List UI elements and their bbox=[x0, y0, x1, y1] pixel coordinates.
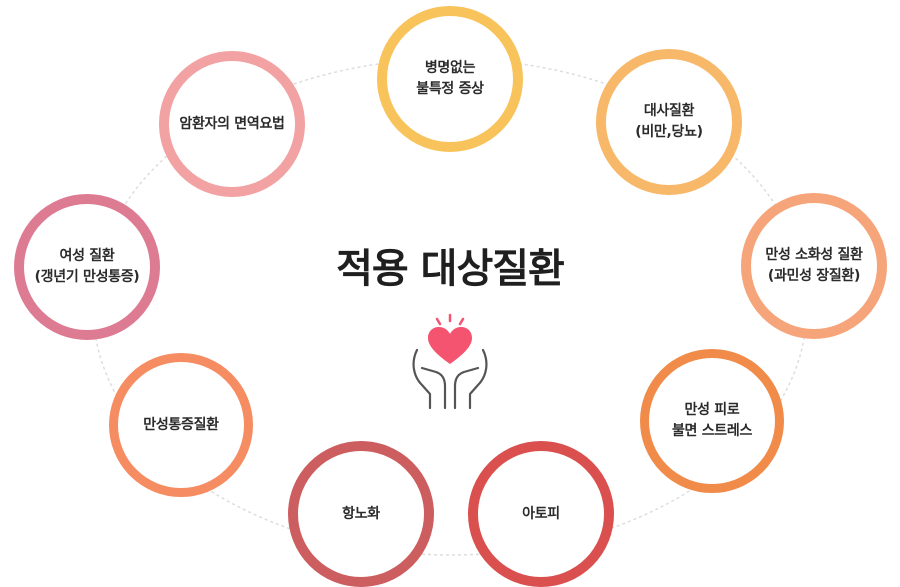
node-label: 병명없는 불특정 증상 bbox=[416, 60, 484, 97]
node-label: 여성 질환 (갱년기 만성통증) bbox=[34, 248, 140, 285]
node-label: 암환자의 면역요법 bbox=[179, 115, 285, 132]
hands-holding-heart-icon bbox=[412, 313, 488, 410]
node-unexplained-symptoms: 병명없는 불특정 증상 bbox=[377, 6, 523, 152]
node-label: 만성 소화성 질환 (과민성 장질환) bbox=[765, 247, 863, 284]
node-chronic-digestive: 만성 소화성 질환 (과민성 장질환) bbox=[741, 193, 887, 339]
node-metabolic: 대사질환 (비만,당뇨) bbox=[596, 49, 742, 195]
diagram-title: 적용 대상질환 bbox=[336, 246, 565, 292]
node-label: 만성 피로 불면 스트레스 bbox=[671, 402, 753, 439]
node-atopy: 아토피 bbox=[468, 441, 614, 587]
node-label: 아토피 bbox=[522, 505, 560, 522]
node-anti-aging: 항노화 bbox=[288, 441, 434, 587]
node-chronic-pain: 만성통증질환 bbox=[109, 353, 253, 497]
node-label: 항노화 bbox=[342, 505, 380, 522]
node-label: 만성통증질환 bbox=[143, 416, 219, 433]
node-chronic-fatigue: 만성 피로 불면 스트레스 bbox=[640, 349, 784, 493]
node-womens-disease: 여성 질환 (갱년기 만성통증) bbox=[14, 194, 160, 340]
node-label: 대사질환 (비만,당뇨) bbox=[635, 103, 703, 140]
node-cancer-immunotherapy: 암환자의 면역요법 bbox=[159, 51, 305, 197]
